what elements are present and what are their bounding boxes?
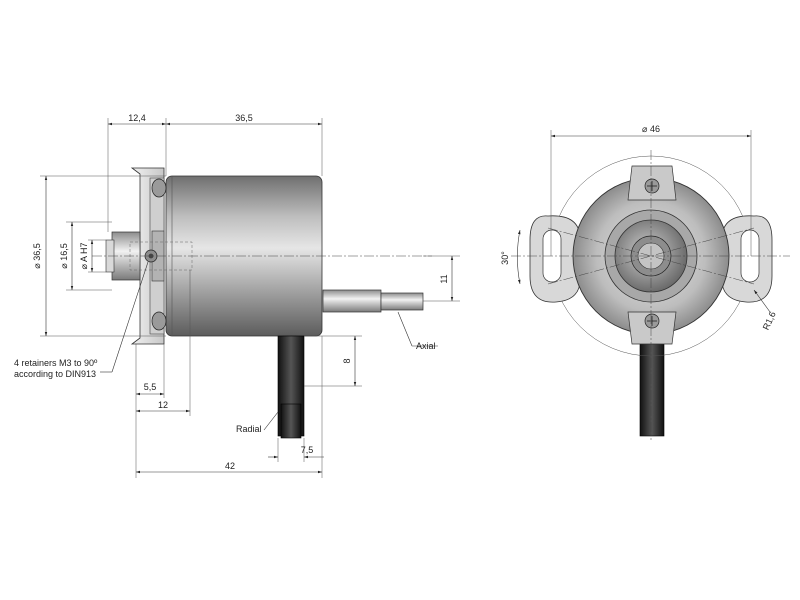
axial-label: Axial — [416, 341, 436, 351]
dim-7-5: 7,5 — [301, 445, 314, 455]
dim-8: 8 — [342, 358, 352, 363]
dim-30-degrees: 30° — [500, 251, 510, 265]
dim-dia-46: ⌀ 46 — [642, 124, 660, 134]
front-cable — [639, 335, 665, 437]
front-view — [511, 130, 790, 440]
dim-dia-36-5: ⌀ 36,5 — [32, 243, 42, 268]
dim-12-4: 12,4 — [128, 113, 146, 123]
dim-dia-a-h7: ⌀ A H7 — [79, 243, 89, 270]
dim-dia-16-5: ⌀ 16,5 — [59, 243, 69, 268]
mounting-ear-right — [721, 215, 773, 303]
dim-42: 42 — [225, 461, 235, 471]
retainers-note-line-2: according to DIN913 — [14, 369, 96, 379]
dim-5-5: 5,5 — [144, 382, 157, 392]
radial-label: Radial — [236, 424, 262, 434]
dim-11: 11 — [439, 274, 449, 283]
dim-12: 12 — [158, 400, 168, 410]
retainers-note-line-1: 4 retainers M3 to 90º — [14, 358, 98, 368]
axial-cable-outlet — [322, 289, 424, 313]
side-view — [40, 118, 460, 478]
clamp-tabs — [627, 165, 677, 345]
dim-r1-6: R1,6 — [761, 310, 778, 331]
radial-cable — [277, 335, 305, 439]
dim-36-5-length: 36,5 — [235, 113, 253, 123]
